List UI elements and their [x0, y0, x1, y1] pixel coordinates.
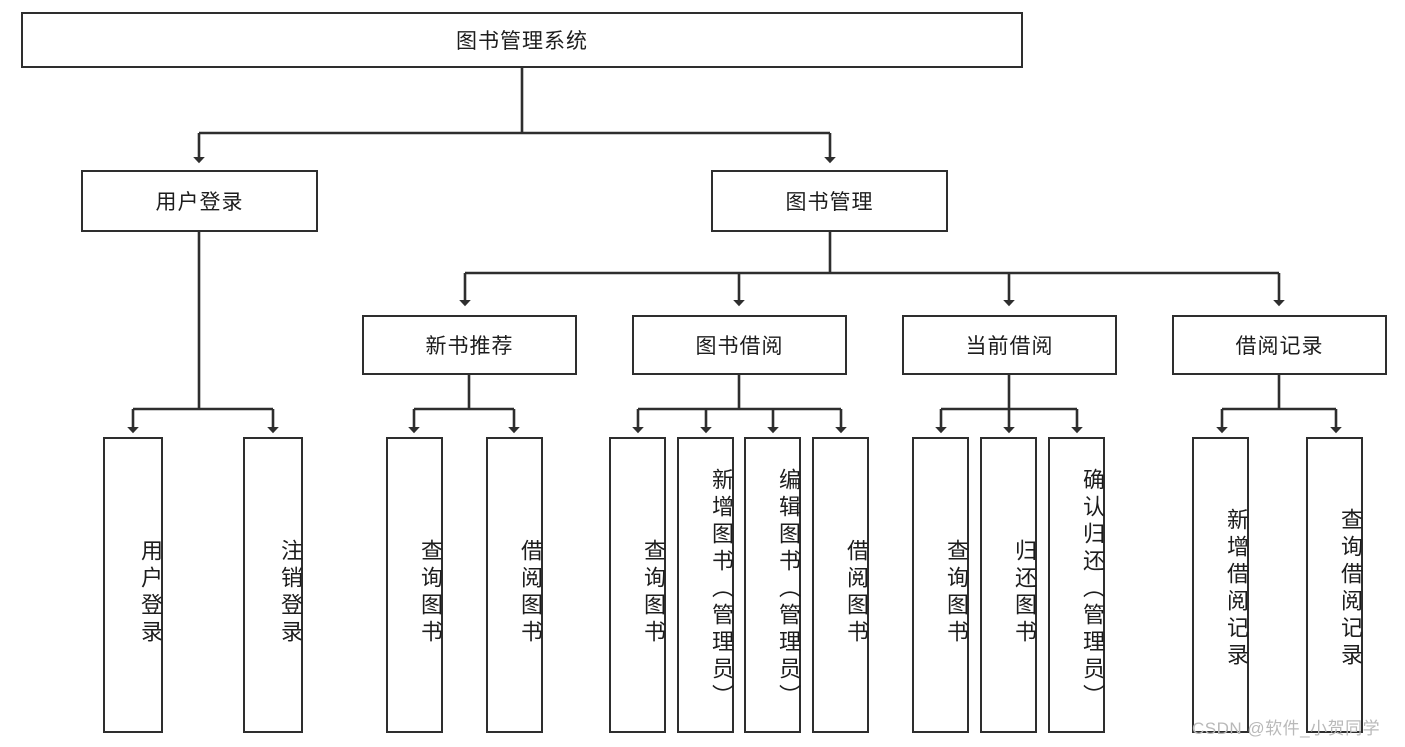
leaf-book-borrow-borrow-book[interactable]: 借阅图书 — [812, 437, 869, 733]
leaf-user-login-login[interactable]: 用户登录 — [103, 437, 163, 733]
node-new-book-recommend[interactable]: 新书推荐 — [362, 315, 577, 375]
leaf-book-borrow-edit-book-admin[interactable]: 编辑图书（管理员） — [744, 437, 801, 733]
leaf-current-borrow-query-book[interactable]: 查询图书 — [912, 437, 969, 733]
leaf-book-borrow-add-book-admin[interactable]: 新增图书（管理员） — [677, 437, 734, 733]
leaf-book-borrow-query-book[interactable]: 查询图书 — [609, 437, 666, 733]
leaf-borrow-records-add-record[interactable]: 新增借阅记录 — [1192, 437, 1249, 733]
node-user-login[interactable]: 用户登录 — [81, 170, 318, 232]
leaf-current-borrow-return-book[interactable]: 归还图书 — [980, 437, 1037, 733]
node-book-borrow[interactable]: 图书借阅 — [632, 315, 847, 375]
leaf-current-borrow-confirm-return-admin[interactable]: 确认归还（管理员） — [1048, 437, 1105, 733]
leaf-user-login-logout[interactable]: 注销登录 — [243, 437, 303, 733]
leaf-borrow-records-query-record[interactable]: 查询借阅记录 — [1306, 437, 1363, 733]
node-root-book-management-system[interactable]: 图书管理系统 — [21, 12, 1023, 68]
leaf-new-book-query-book[interactable]: 查询图书 — [386, 437, 443, 733]
node-borrow-records[interactable]: 借阅记录 — [1172, 315, 1387, 375]
node-current-borrow[interactable]: 当前借阅 — [902, 315, 1117, 375]
leaf-new-book-borrow-book[interactable]: 借阅图书 — [486, 437, 543, 733]
node-book-management[interactable]: 图书管理 — [711, 170, 948, 232]
